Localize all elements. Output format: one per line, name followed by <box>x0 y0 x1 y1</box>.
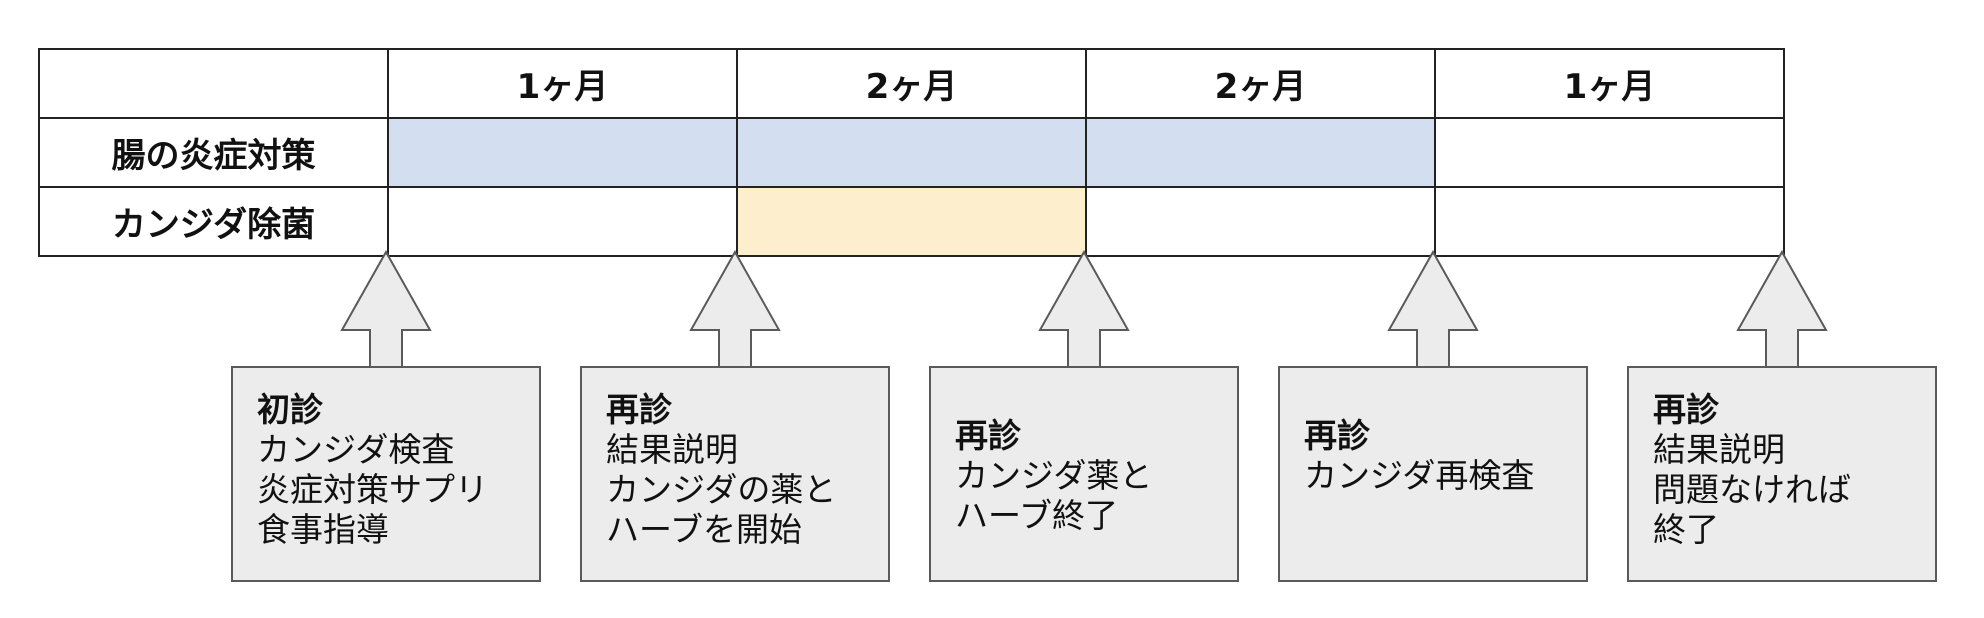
inactive-period-cell <box>387 186 738 257</box>
visit-box-followup-3: 再診 カンジダ再検査 <box>1278 366 1588 582</box>
period-header: 2ヶ月 <box>736 48 1087 119</box>
visit-box-followup-4: 再診 結果説明 問題なければ 終了 <box>1627 366 1937 582</box>
header-row: 1ヶ月 2ヶ月 2ヶ月 1ヶ月 <box>38 48 1785 119</box>
inactive-period-cell <box>1434 117 1785 188</box>
visit-detail: 結果説明 <box>1653 430 1785 469</box>
visit-detail: 終了 <box>1653 510 1719 549</box>
visit-detail: ハーブを開始 <box>606 510 803 549</box>
row-label: 腸の炎症対策 <box>38 117 389 188</box>
visit-detail: 問題なければ <box>1653 470 1851 509</box>
visit-title: 再診 <box>1653 390 1719 429</box>
visit-title: 初診 <box>257 390 323 429</box>
visit-detail: カンジダ再検査 <box>1304 456 1535 495</box>
visit-title: 再診 <box>606 390 672 429</box>
active-period-cell <box>387 117 738 188</box>
header-corner-cell <box>38 48 389 119</box>
active-period-cell <box>1085 117 1436 188</box>
visit-box-followup-2: 再診 カンジダ薬と ハーブ終了 <box>929 366 1239 582</box>
active-period-cell <box>736 186 1087 257</box>
up-arrow-icon <box>340 249 432 369</box>
up-arrow-icon <box>1038 249 1130 369</box>
visit-detail: 炎症対策サプリ <box>257 470 488 509</box>
treatment-row-inflammation: 腸の炎症対策 <box>38 117 1785 188</box>
period-header: 1ヶ月 <box>1434 48 1785 119</box>
up-arrow-icon <box>1387 249 1479 369</box>
visit-title: 再診 <box>1304 416 1370 455</box>
visit-detail: カンジダ薬と <box>955 456 1153 495</box>
period-header: 1ヶ月 <box>387 48 738 119</box>
visit-detail: カンジダ検査 <box>257 430 455 469</box>
visit-title: 再診 <box>955 416 1021 455</box>
visit-detail: 結果説明 <box>606 430 738 469</box>
visit-box-followup-1: 再診 結果説明 カンジダの薬と ハーブを開始 <box>580 366 890 582</box>
visit-detail: 食事指導 <box>257 510 389 549</box>
period-header: 2ヶ月 <box>1085 48 1436 119</box>
active-period-cell <box>736 117 1087 188</box>
inactive-period-cell <box>1434 186 1785 257</box>
up-arrow-icon <box>689 249 781 369</box>
visit-detail: ハーブ終了 <box>955 496 1119 535</box>
row-label: カンジダ除菌 <box>38 186 389 257</box>
visit-detail: カンジダの薬と <box>606 470 837 509</box>
inactive-period-cell <box>1085 186 1436 257</box>
treatment-row-candida: カンジダ除菌 <box>38 186 1785 257</box>
visit-box-initial: 初診 カンジダ検査 炎症対策サプリ 食事指導 <box>231 366 541 582</box>
up-arrow-icon <box>1736 249 1828 369</box>
schedule-table: 1ヶ月 2ヶ月 2ヶ月 1ヶ月 腸の炎症対策 カンジダ除菌 <box>38 48 1785 257</box>
